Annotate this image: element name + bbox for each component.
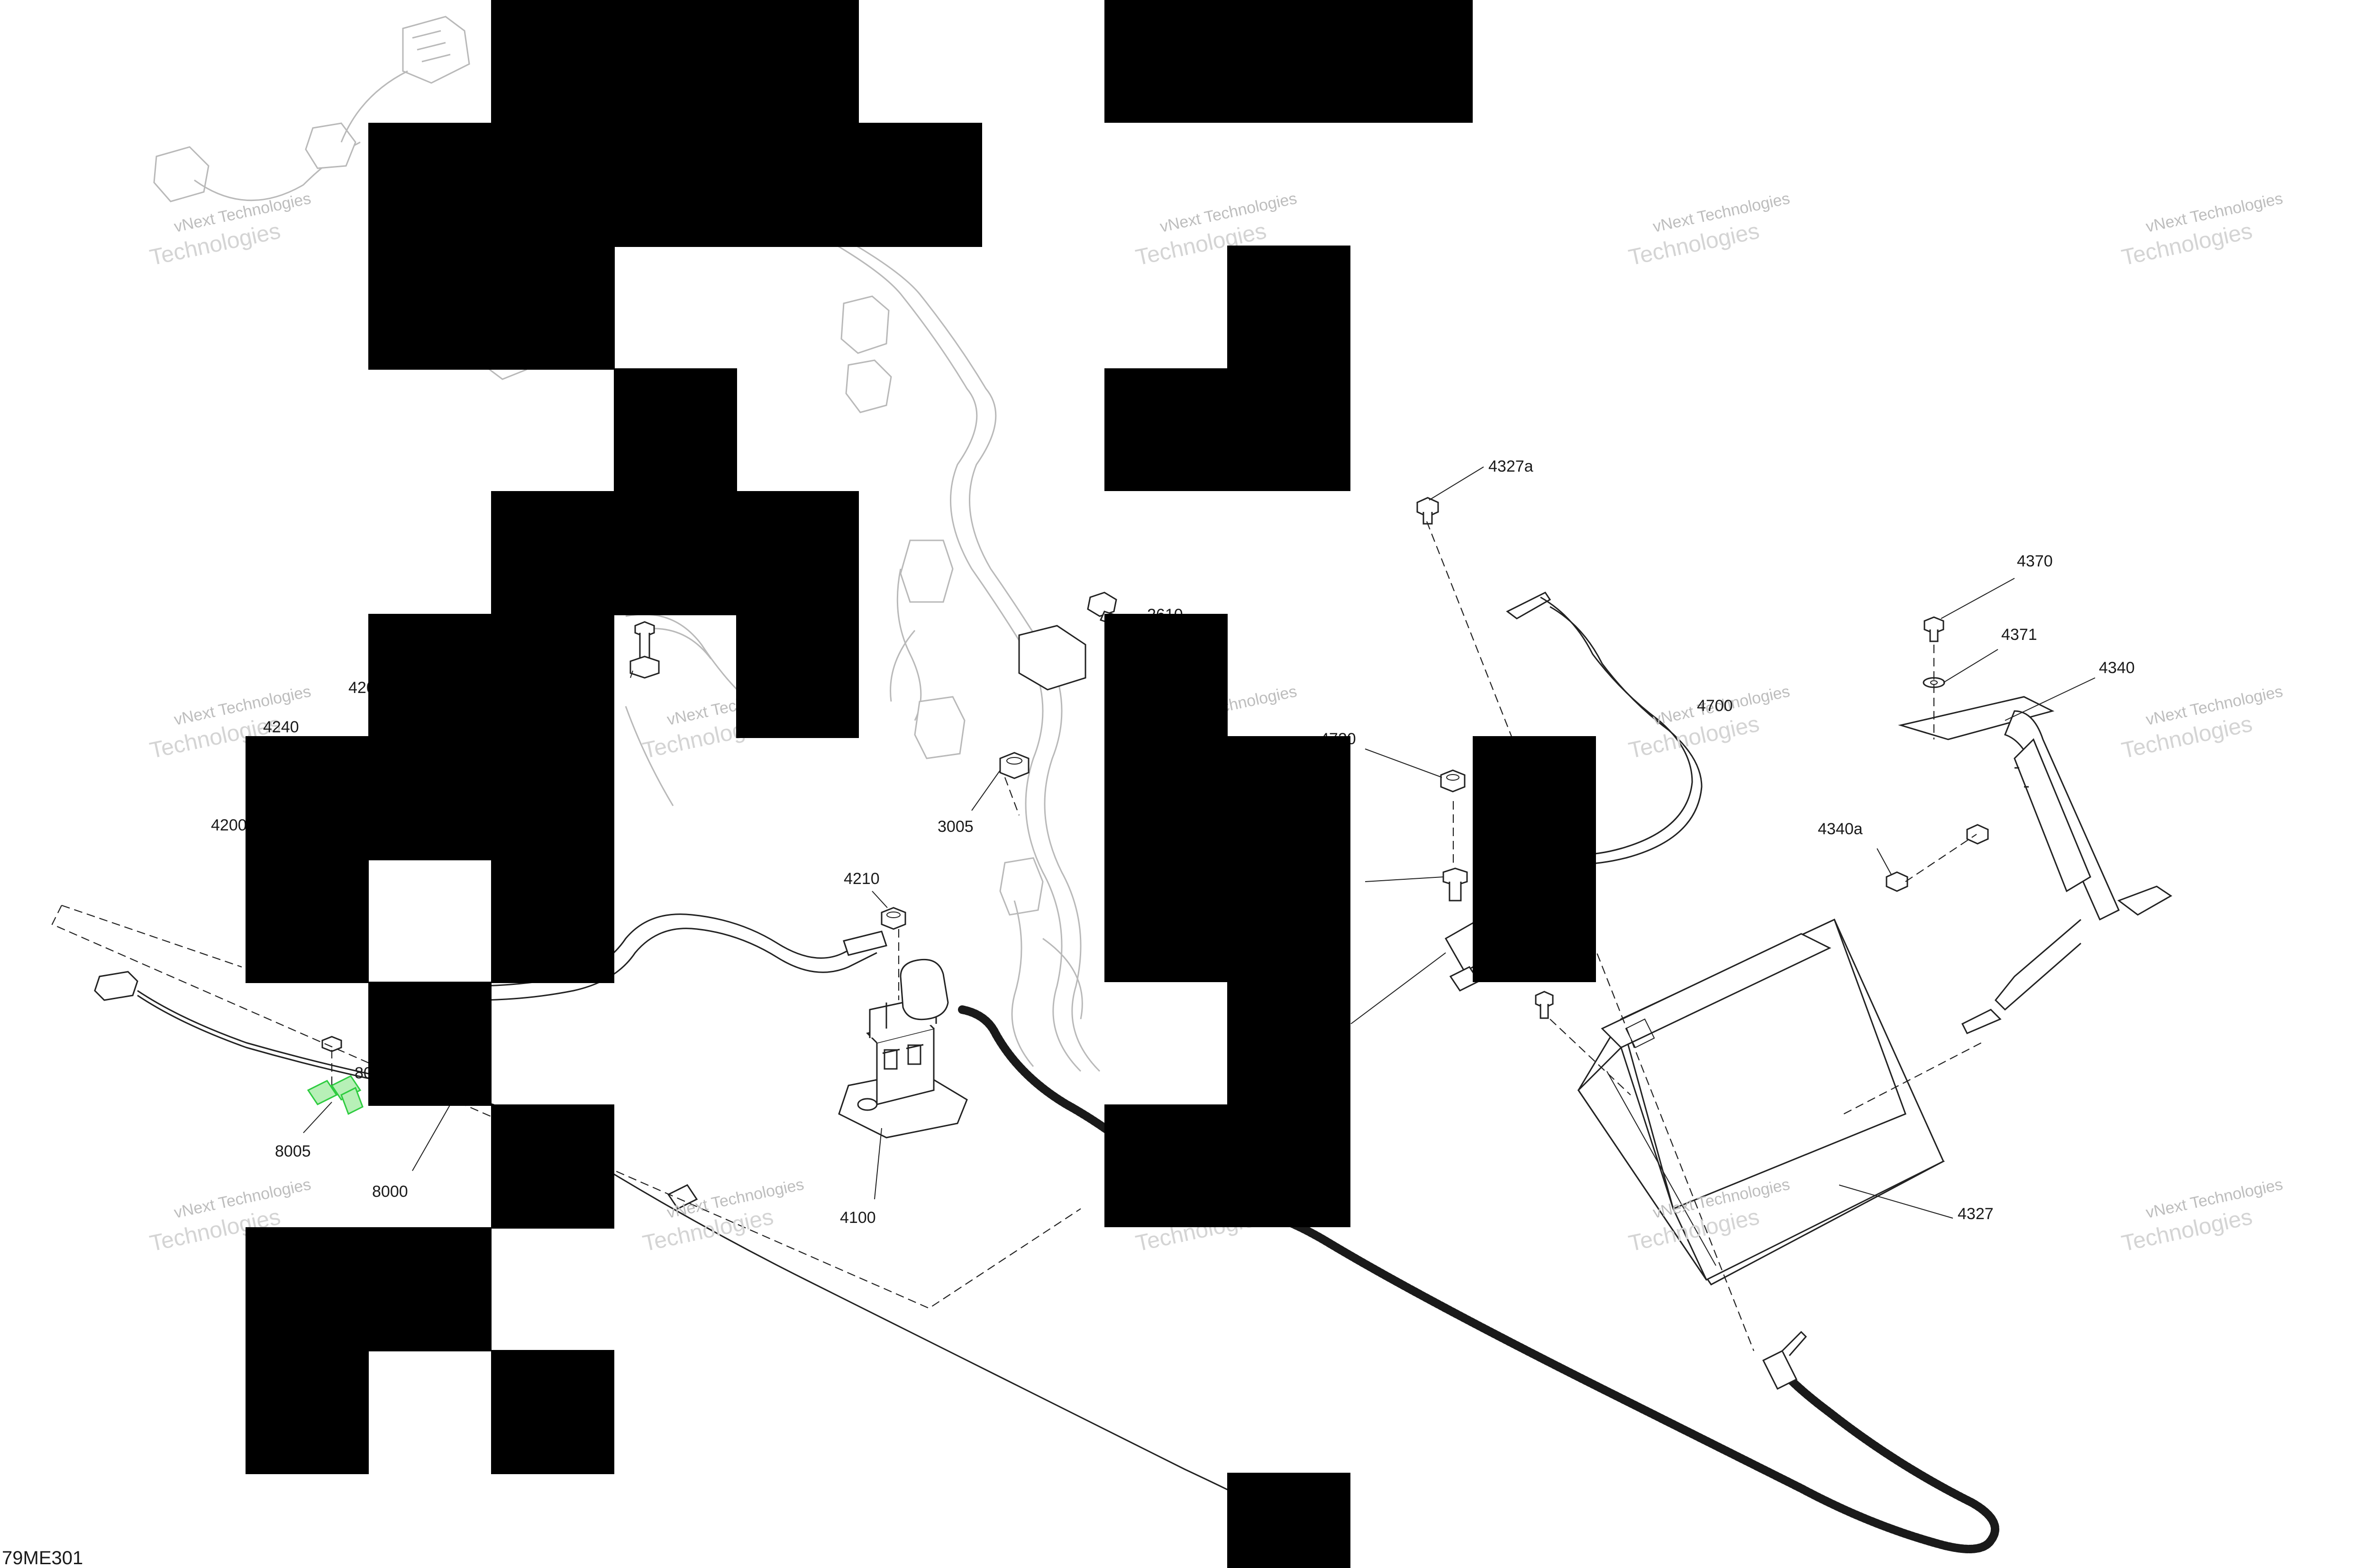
wire-8000	[94, 971, 1318, 1537]
ghost-connector-top	[402, 16, 470, 84]
callout-4327: 4327	[1958, 1205, 1994, 1223]
ghost-connector-left	[153, 146, 210, 202]
callout-4700: 4700	[1697, 697, 1733, 715]
redaction-block	[491, 859, 614, 983]
bracket-4340	[1898, 696, 2172, 1034]
callout-4200: 4200	[211, 816, 247, 834]
redaction-block	[736, 614, 859, 738]
redaction-block	[246, 736, 614, 860]
callout-4371: 4371	[2001, 626, 2037, 644]
callout-4210: 4210	[844, 870, 880, 888]
nut-3005	[999, 752, 1030, 779]
drawing-id: 79ME301	[2, 1548, 83, 1568]
battery-4327	[1577, 918, 1945, 1285]
ghosted-main-harness	[153, 16, 1101, 1072]
redaction-block	[1104, 368, 1350, 491]
negative-cable-4700	[1506, 592, 1703, 865]
redaction-block	[368, 246, 615, 370]
redaction-block	[246, 1350, 369, 1474]
nut-4720	[1440, 769, 1468, 902]
redaction-block	[1104, 736, 1350, 982]
redaction-block	[368, 982, 492, 1106]
callout-4240: 4240	[263, 718, 299, 736]
callout-4100: 4100	[840, 1209, 876, 1227]
redaction-block	[1227, 1473, 1350, 1568]
redaction-block	[1104, 0, 1473, 123]
redaction-block	[1227, 982, 1350, 1104]
redaction-block	[246, 859, 369, 983]
redaction-block	[491, 0, 859, 124]
redaction-block	[1473, 736, 1596, 982]
screw-4370	[1923, 616, 1944, 642]
solenoid-4100	[838, 993, 968, 1139]
bolt-4327a	[1416, 497, 1439, 525]
callout-8000: 8000	[372, 1183, 408, 1201]
callout-4327a: 4327a	[1488, 457, 1533, 475]
redaction-block	[491, 1350, 614, 1474]
callout-8005: 8005	[275, 1142, 311, 1160]
redaction-block	[368, 123, 982, 247]
redaction-block	[614, 368, 737, 492]
redaction-blocks	[246, 0, 1596, 1568]
clip-8005-highlighted	[307, 1075, 364, 1115]
redaction-block	[491, 491, 859, 615]
callout-3005: 3005	[938, 818, 974, 836]
redaction-block	[1104, 614, 1228, 737]
callout-4340a: 4340a	[1818, 820, 1863, 838]
nut-4340a	[1886, 824, 1989, 892]
main-parts	[94, 497, 2172, 1553]
redaction-block	[1227, 246, 1350, 368]
leader-lines	[303, 466, 2096, 1219]
callout-4340: 4340	[2099, 659, 2135, 677]
redaction-block	[491, 1104, 614, 1229]
redaction-block	[246, 1227, 492, 1351]
callout-4370: 4370	[2017, 552, 2053, 570]
redaction-block	[368, 614, 614, 738]
nut-4210	[881, 907, 906, 930]
redaction-block	[1104, 1104, 1350, 1227]
